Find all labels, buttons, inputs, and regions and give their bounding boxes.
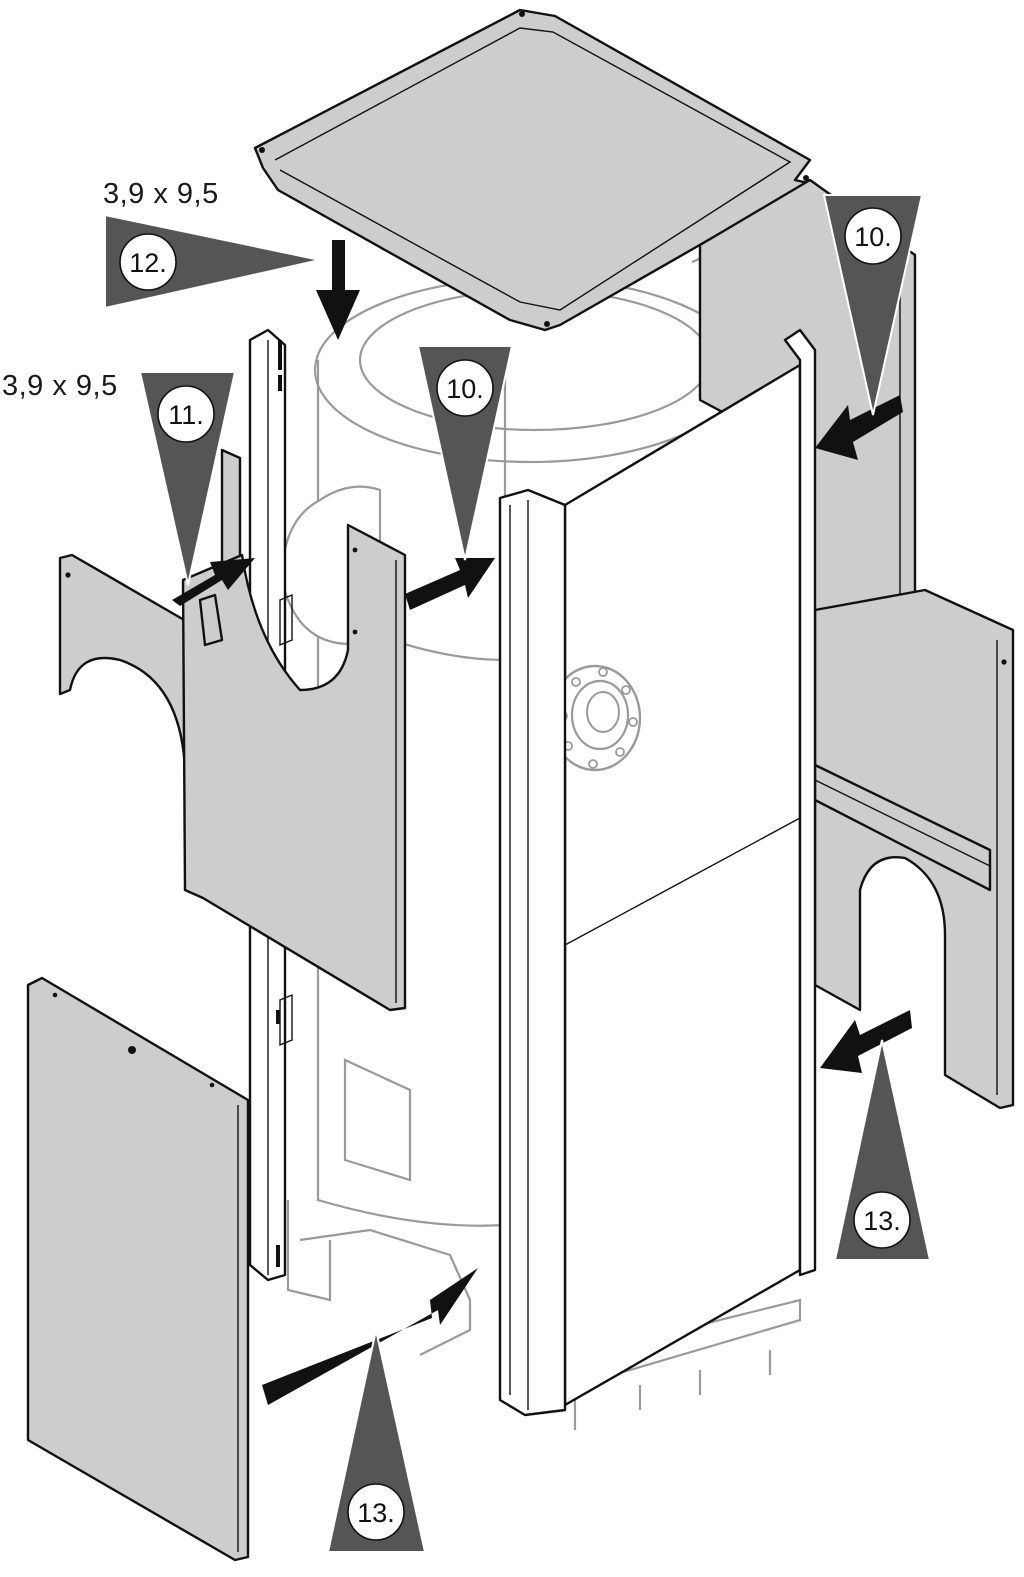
callout-step-12: 12. (104, 213, 321, 310)
front-upper-panel (181, 523, 407, 1012)
arrow-lid-down (316, 240, 360, 340)
arrow-step-13-right (820, 1010, 912, 1073)
arrow-step-11 (172, 558, 255, 606)
right-arch-panel (813, 588, 1015, 1110)
front-main-panel (548, 328, 817, 1407)
top-cover-panel (253, 8, 812, 332)
callout-11-label: 11. (168, 400, 204, 430)
arrow-step-10-right (815, 395, 903, 460)
front-corner-post (498, 488, 567, 1417)
callout-step-13-right: 13. (833, 1039, 932, 1261)
callout-step-10-right: 10. (822, 194, 924, 416)
callout-12-label: 12. (129, 248, 167, 278)
screw-size-label-top: 3,9 x 9,5 (103, 178, 219, 210)
arrow-step-10-center (405, 558, 495, 610)
left-cutout-panel (58, 553, 200, 772)
callout-10-center-label: 10. (446, 374, 484, 404)
hinge-bracket (198, 593, 224, 647)
screw-size-label-left: 3,9 x 9,5 (2, 370, 118, 402)
callout-step-10-center: 10. (416, 345, 514, 561)
callout-10-right-label: 10. (854, 222, 892, 252)
callout-step-11: 11. (138, 371, 237, 586)
arrow-step-13-bottom (262, 1268, 478, 1405)
front-lower-panel (26, 976, 250, 1562)
callout-step-13-bottom: 13. (326, 1329, 427, 1553)
callout-13-right-label: 13. (863, 1206, 901, 1236)
assembly-arrows (172, 240, 912, 1405)
flange-connection (548, 664, 642, 772)
callout-13-bottom-label: 13. (357, 1498, 395, 1528)
